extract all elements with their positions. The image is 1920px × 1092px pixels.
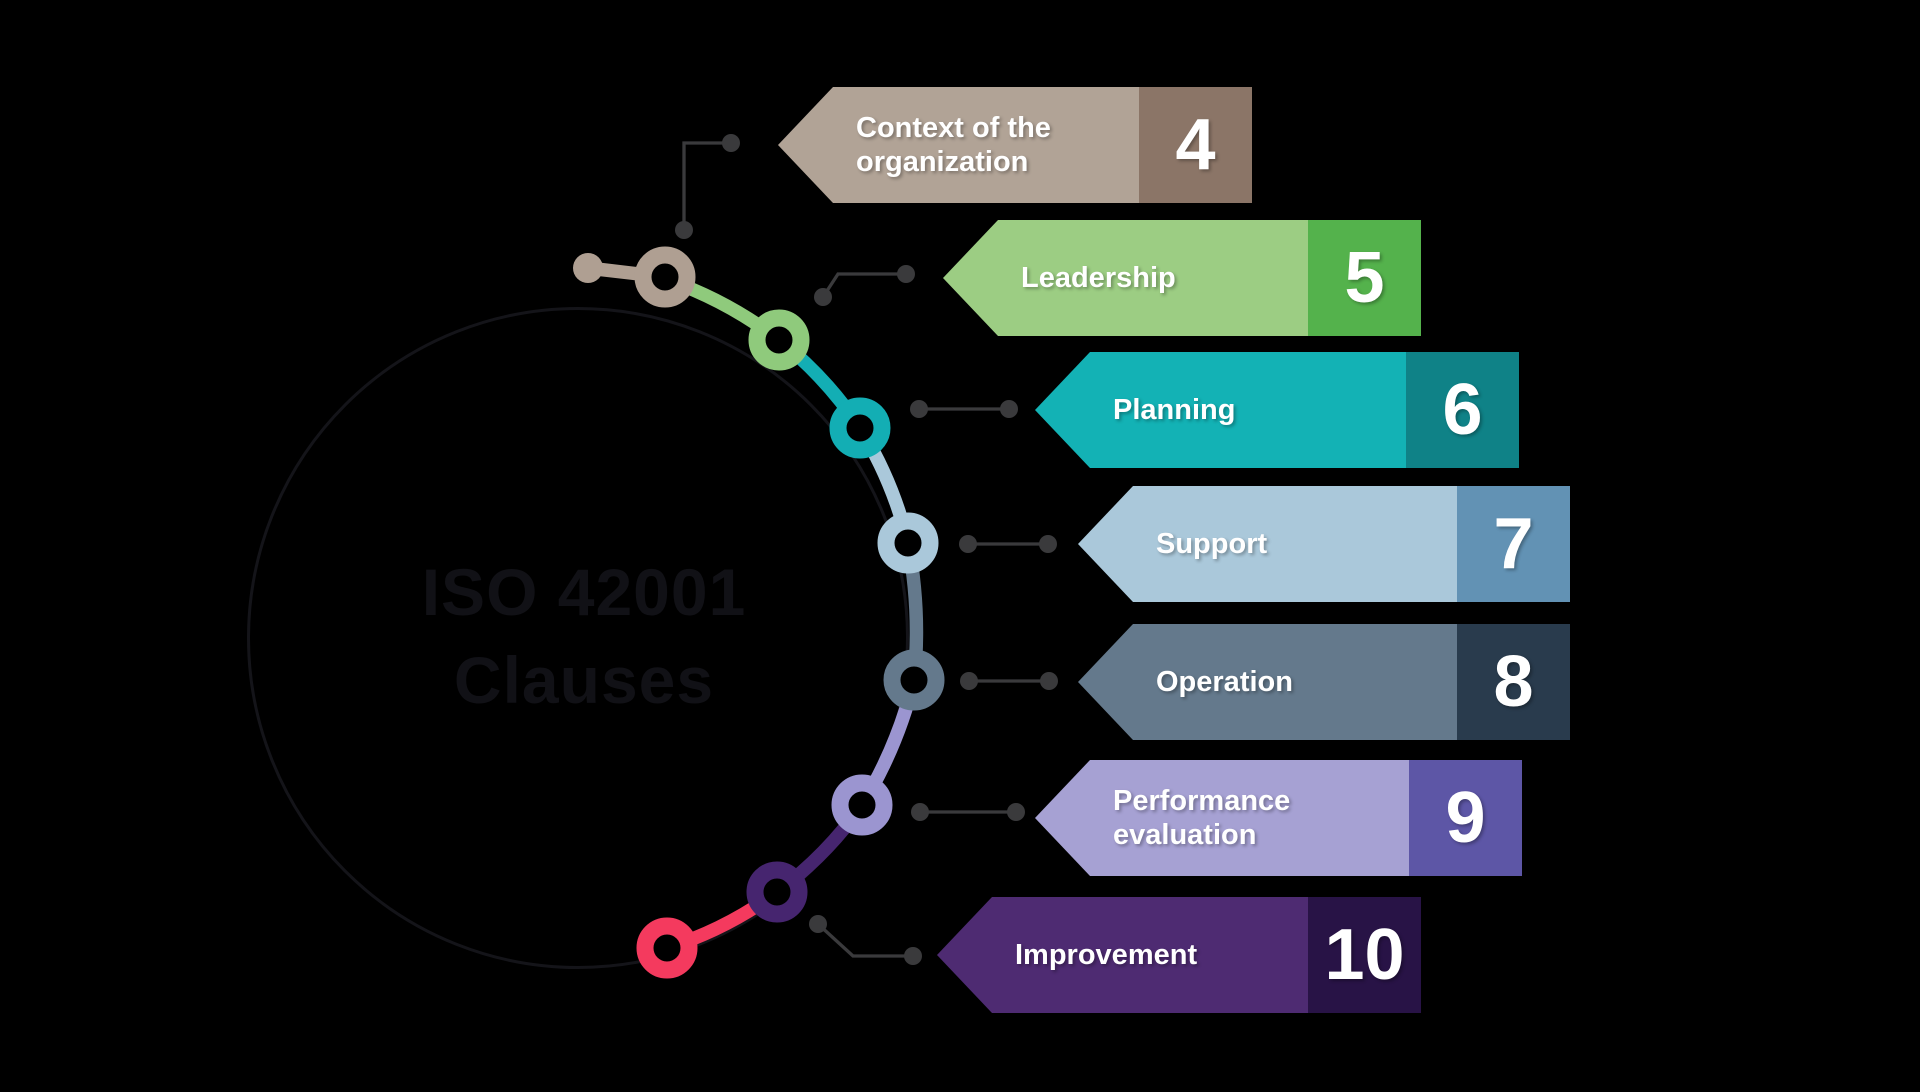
banner-number-block: 7 [1457,486,1570,602]
connector-clause-5 [814,265,915,306]
timeline-nodes [634,246,945,979]
banner-number-block: 10 [1308,897,1421,1013]
node-clause-10 [746,861,808,923]
node-clause-7 [877,512,939,574]
timeline-start-dot [573,253,603,283]
banner-number: 4 [1175,105,1216,185]
node-clause-4 [634,246,696,308]
connector-clause-8 [960,672,1058,690]
node-end [636,917,698,979]
clause-banner-8: Operation 8 [1078,624,1570,740]
banner-number-block: 5 [1308,220,1421,336]
banner-label: Leadership [1021,262,1176,294]
center-title-line1: ISO 42001 [421,555,747,629]
banner-number: 8 [1493,642,1534,722]
banner-number-block: 9 [1409,760,1522,876]
clause-banner-5: Leadership 5 [943,220,1421,336]
node-clause-9 [831,774,893,836]
banner-number: 6 [1442,370,1483,450]
clause-banner-6: Planning 6 [1035,352,1519,468]
connector-clause-10 [809,915,922,965]
node-clause-5 [748,309,810,371]
banner-label: Operation [1156,666,1293,698]
connector-lines [675,134,1058,965]
banner-number-block: 8 [1457,624,1570,740]
connector-clause-9 [911,803,1025,821]
node-clause-6 [829,397,891,459]
timeline-segments [581,261,924,955]
banner-label: Performance evaluation [1113,785,1291,851]
node-clause-8 [883,649,945,711]
clause-banner-7: Support 7 [1078,486,1570,602]
connector-clause-6 [910,400,1018,418]
center-title: ISO 42001 Clauses [324,548,844,724]
banner-label: Planning [1113,394,1236,426]
connector-clause-7 [959,535,1057,553]
banner-label: Improvement [1015,939,1198,971]
banner-number: 7 [1493,504,1534,584]
connector-clause-4 [675,134,740,239]
clause-banner-10: Improvement 10 [937,897,1421,1013]
clause-banner-9: Performance evaluation 9 [1035,760,1522,876]
banner-label: Context of the organization [856,112,1051,178]
banner-number-block: 4 [1139,87,1252,203]
clause-banner-4: Context of the organization 4 [778,87,1252,203]
banner-number-block: 6 [1406,352,1519,468]
banner-number: 9 [1445,778,1486,858]
center-title-line2: Clauses [453,643,715,717]
banner-number: 5 [1344,238,1385,318]
banner-label: Support [1156,528,1268,560]
banner-number: 10 [1324,915,1405,995]
center-circle [247,307,909,969]
